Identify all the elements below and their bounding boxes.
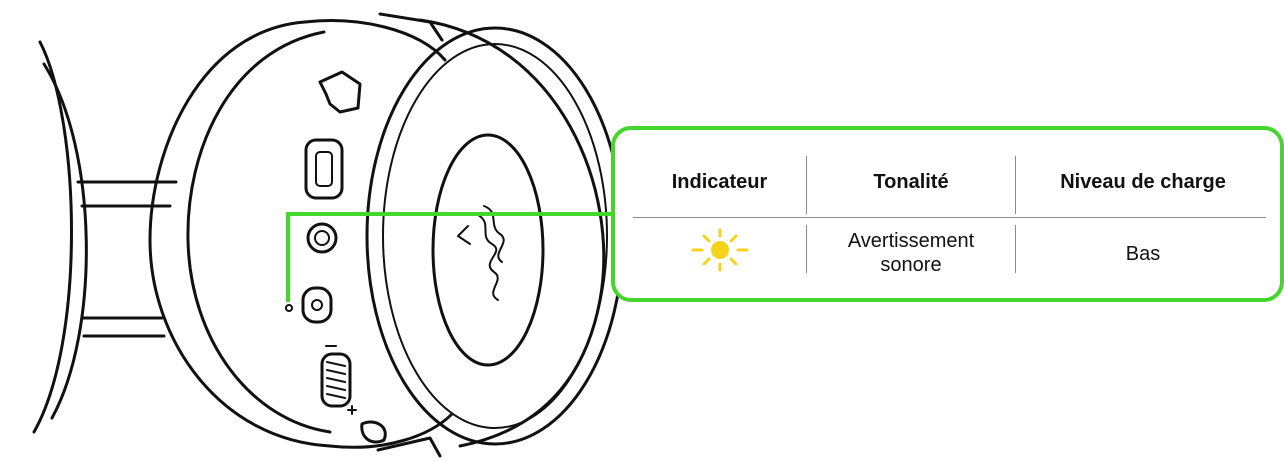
- column-divider: [1015, 156, 1016, 214]
- column-divider: [806, 225, 807, 273]
- charge-level-cell: Bas: [1125, 243, 1161, 265]
- column-divider: [1015, 225, 1016, 273]
- blinking-yellow-led-icon: [691, 228, 748, 272]
- ear-cup-controls: [285, 70, 387, 444]
- header-tonalite: Tonalité: [873, 171, 949, 193]
- header-indicateur: Indicateur: [671, 171, 768, 193]
- indicator-cell: [633, 222, 806, 278]
- tone-cell: Avertissement sonore: [847, 230, 975, 276]
- headband: [32, 40, 178, 434]
- ear-cup: [148, 12, 625, 458]
- razer-logo: [457, 205, 505, 301]
- led-status-table: Indicateur Tonalité Niveau de charge Ave…: [611, 126, 1284, 302]
- column-divider: [806, 156, 807, 214]
- led-callout-line: [286, 212, 613, 302]
- row-divider: [633, 217, 1266, 218]
- header-niveau-de-charge: Niveau de charge: [1060, 171, 1226, 193]
